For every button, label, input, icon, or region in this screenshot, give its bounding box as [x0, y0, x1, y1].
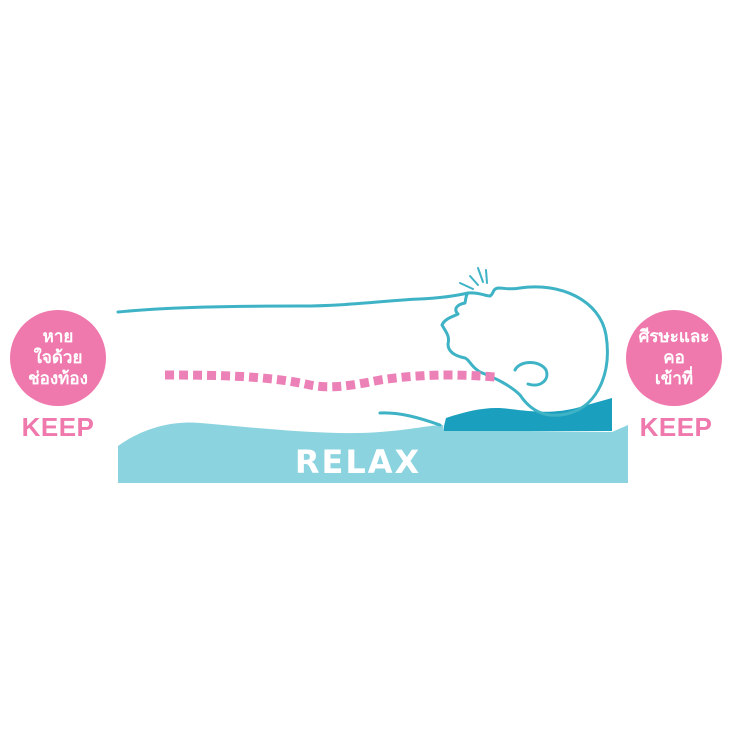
right-badge: ศีรษะและ คอ เข้าที่: [626, 310, 722, 406]
left-keep-label: KEEP: [21, 412, 95, 442]
right-badge-line-3: เข้าที่: [654, 368, 694, 389]
right-badge-line-2: คอ: [663, 347, 685, 368]
pillow-icon: [118, 422, 628, 483]
pillow-label: RELAX: [295, 443, 421, 481]
left-badge: หาย ใจด้วย ช่องท้อง: [10, 310, 106, 406]
ear-icon: [513, 361, 549, 387]
right-badge-line-1: ศีรษะและ: [638, 326, 710, 347]
head-outline-icon: [440, 285, 609, 417]
back-outline-icon: [378, 411, 442, 427]
left-badge-line-2: ใจด้วย: [33, 347, 83, 368]
left-badge-line-1: หาย: [42, 326, 74, 347]
spine-line-icon: [164, 370, 496, 392]
left-badge-line-3: ช่องท้อง: [28, 368, 88, 389]
body-outline-icon: [116, 291, 470, 314]
head-support-icon: [444, 398, 612, 431]
right-keep-label: KEEP: [639, 412, 713, 442]
breath-lines-icon: [459, 267, 488, 290]
